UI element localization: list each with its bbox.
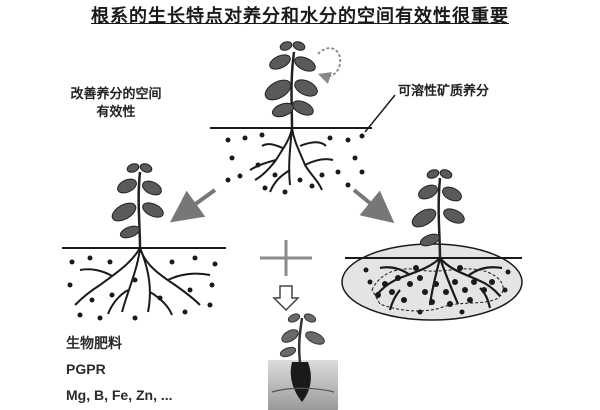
- factor-list: 生物肥料 PGPR Mg, B, Fe, Zn, ...: [66, 330, 266, 408]
- rhizosphere-dashed-outline: [371, 268, 504, 312]
- soluble-minerals-label: 可溶性矿质养分: [398, 84, 490, 99]
- top-nutrient-dots: [225, 132, 365, 195]
- root-ball: [290, 362, 311, 402]
- improve-label-line-1: 改善养分的空间: [70, 87, 162, 102]
- improve-availability-label: 改善养分的空间 有效性: [52, 86, 180, 122]
- arrow-left: [170, 188, 217, 223]
- top-plant: [210, 41, 396, 195]
- factor-biofertilizer: 生物肥料: [66, 335, 122, 351]
- root-hair-clusters: [363, 265, 511, 315]
- rotation-arrow: [317, 47, 342, 84]
- right-plant: [341, 169, 523, 321]
- soluble-pointer-line: [364, 94, 396, 133]
- seedling-in-soil: [268, 313, 338, 410]
- factor-micronutrients: Mg, B, Fe, Zn, ...: [66, 387, 173, 403]
- down-arrow: [272, 285, 300, 312]
- diagram-title: 根系的生长特点对养分和水分的空间有效性很重要: [91, 6, 509, 27]
- left-plant: [62, 163, 226, 321]
- arrow-right: [352, 188, 395, 224]
- top-plant-leaves: [264, 41, 318, 118]
- top-plant-roots: [249, 127, 334, 193]
- improve-label-line-2: 有效性: [96, 105, 136, 120]
- factor-pgpr: PGPR: [66, 361, 106, 377]
- plus-sign: [260, 240, 312, 276]
